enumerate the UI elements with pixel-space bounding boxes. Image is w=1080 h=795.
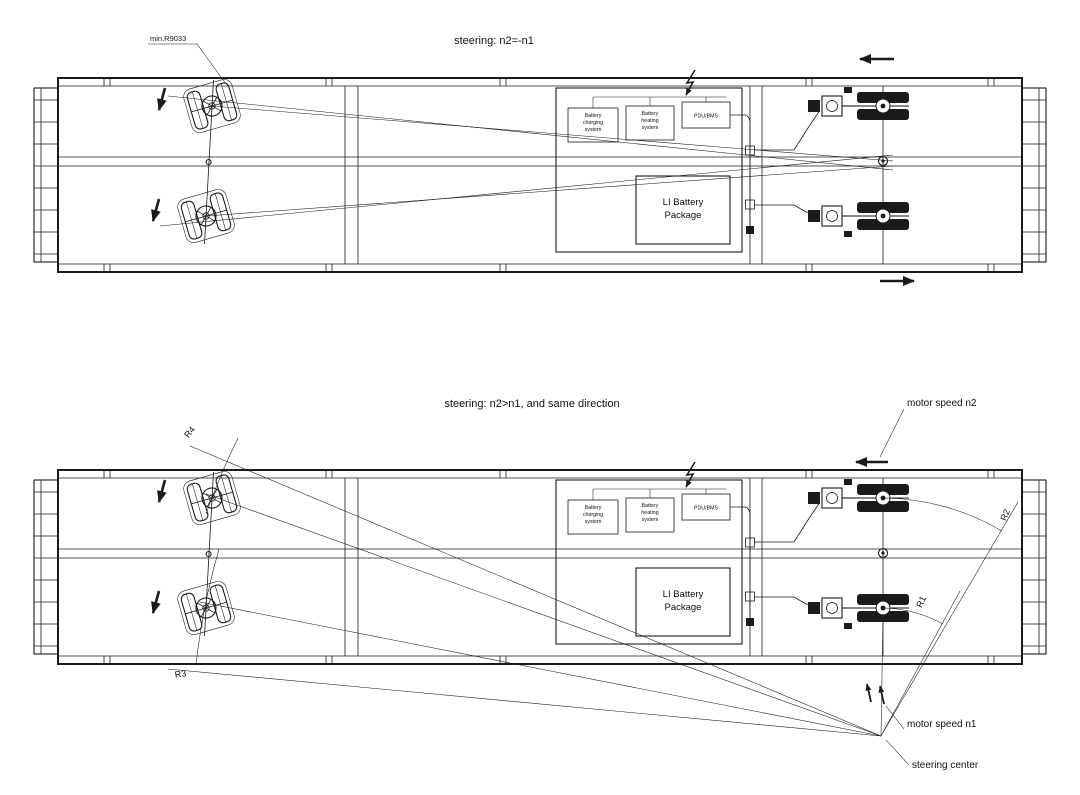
top-diagram-title: steering: n2=-n1 [454,35,534,47]
radius-label-r4: R4 [182,425,197,440]
diagram-same-direction-turn: steering: n2>n1, and same direction R4 R… [34,398,1046,771]
radius-label-r1: R1 [914,594,928,609]
diagram-spin-in-place: steering: n2=-n1 min.R9033 [34,34,1046,286]
up-arrow-icon [865,683,872,703]
motor-speed-n2-label: motor speed n2 [907,398,977,409]
min-turning-radius-callout: min.R9033 [148,34,227,85]
steering-center-callout: steering center [885,739,979,771]
steering-radius-lines [167,445,1019,737]
min-radius-label: min.R9033 [150,34,186,43]
steering-center-label: steering center [912,760,979,771]
motor-speed-n2-callout: motor speed n2 [855,398,977,467]
motor-speed-n1-callout: motor speed n1 [865,683,977,730]
motor-speed-n1-label: motor speed n1 [907,719,977,730]
radius-label-r2: R2 [998,508,1012,522]
radius-label-r3: R3 [174,668,187,680]
steering-geometry-lines [159,95,894,227]
up-arrow-icon [878,685,885,705]
bottom-diagram-title: steering: n2>n1, and same direction [444,398,619,410]
steering-radius-arcs [195,437,1003,666]
